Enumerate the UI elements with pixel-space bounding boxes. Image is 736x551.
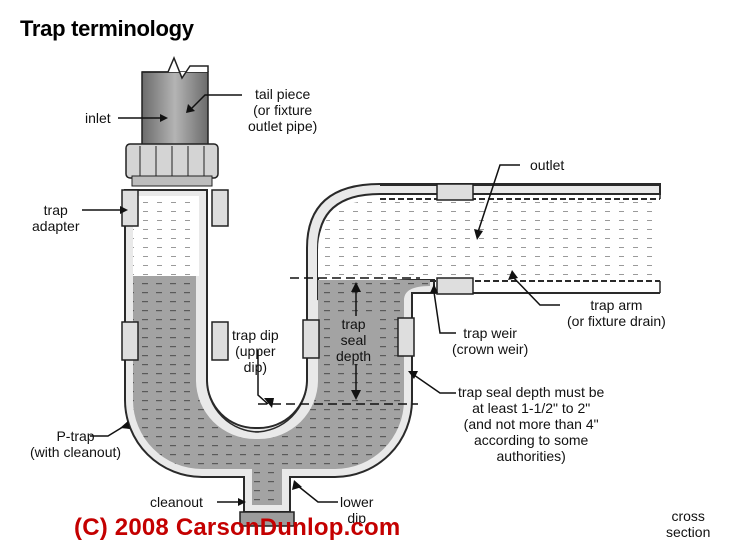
leader-arrowheads: [120, 104, 518, 506]
diagram-title: Trap terminology: [20, 16, 194, 41]
label-trap-adapter: trap adapter: [32, 202, 80, 234]
label-trap-seal-note: trap seal depth must be at least 1-1/2" …: [458, 384, 605, 464]
label-inlet: inlet: [85, 110, 111, 126]
upper-dip-wall: [206, 190, 308, 433]
label-p-trap: P-trap (with cleanout): [30, 428, 122, 460]
label-trap-seal-depth: trap seal depth: [334, 316, 374, 364]
label-trap-weir: trap weir (crown weir): [452, 325, 529, 357]
leader-lines: [82, 94, 560, 503]
arrow-head-down: [351, 390, 361, 400]
tail-piece: [141, 56, 209, 153]
cleanout-plug: [239, 511, 295, 527]
label-tail-piece: tail piece (or fixture outlet pipe): [248, 86, 318, 134]
label-outlet: outlet: [530, 157, 565, 173]
label-trap-dip: trap dip (upper dip): [232, 327, 279, 375]
air-column: [133, 196, 199, 276]
label-lower-dip: lower dip: [340, 494, 374, 526]
label-cleanout: cleanout: [150, 494, 203, 510]
copyright-notice: (C) 2008 CarsonDunlop.com: [74, 514, 401, 541]
label-cross-section: cross section: [666, 508, 711, 540]
coupling-bands: [121, 183, 474, 361]
arrow-head-up: [351, 282, 361, 292]
label-trap-arm: trap arm (or fixture drain): [567, 297, 666, 329]
slip-nut: [125, 143, 219, 187]
air-outlet-bend: [318, 200, 660, 280]
